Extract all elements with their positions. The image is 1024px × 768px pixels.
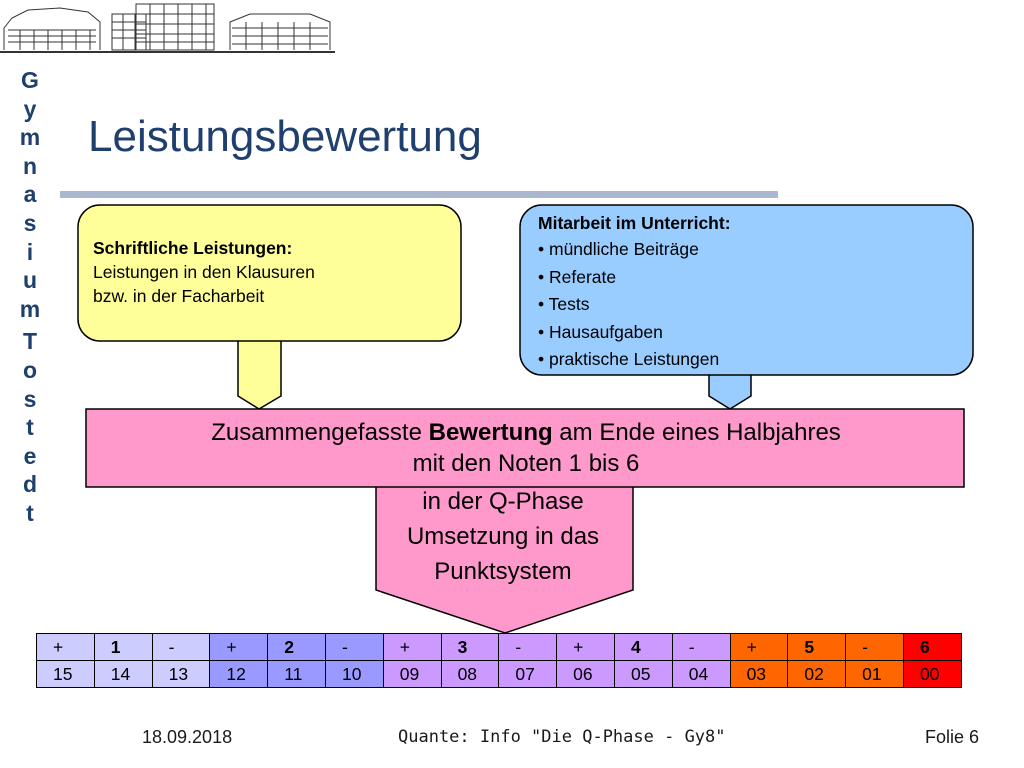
- grade-cell: -: [498, 633, 558, 661]
- points-cell: 10: [324, 660, 384, 688]
- school-name-letter: d: [22, 471, 38, 498]
- school-name-letter: a: [23, 181, 37, 208]
- points-cell: 03: [729, 660, 789, 688]
- conversion-line-2: Umsetzung in das: [406, 523, 600, 550]
- grade-cell: 1: [93, 633, 153, 661]
- grade-cell: 5: [787, 633, 847, 661]
- school-name-letter: G: [21, 67, 39, 93]
- grade-cell: -: [671, 633, 731, 661]
- school-name-letter: u: [22, 267, 38, 294]
- class-participation-box: [519, 204, 974, 376]
- conversion-line-1: in der Q-Phase: [422, 488, 584, 515]
- points-cell: 15: [36, 660, 95, 688]
- school-name-letter: y: [23, 95, 37, 122]
- points-cell: 14: [93, 660, 153, 688]
- school-name-letter: m: [19, 295, 41, 322]
- summary-post: am Ende eines Halbjahres: [552, 419, 841, 446]
- summary-line-2: mit den Noten 1 bis 6: [412, 450, 640, 477]
- written-performance-text: Schriftliche Leistungen: Leistungen in d…: [93, 236, 315, 308]
- school-name-letter: n: [22, 152, 38, 179]
- school-name-letter: s: [23, 209, 37, 236]
- footer-slide-number: Folie 6: [925, 727, 980, 747]
- grade-cell: 6: [902, 633, 962, 661]
- points-cell: 02: [787, 660, 847, 688]
- school-name-letter: t: [26, 499, 34, 526]
- points-cell: 06: [556, 660, 615, 688]
- points-cell: 13: [151, 660, 211, 688]
- grade-cell: -: [324, 633, 384, 661]
- class-participation-text: Mitarbeit im Unterricht: • mündliche Bei…: [538, 210, 731, 374]
- conversion-line-3: Punktsystem: [434, 558, 572, 585]
- footer-date: 18.09.2018: [142, 727, 233, 747]
- school-name-letter: t: [26, 414, 34, 441]
- summary-bar: [85, 408, 965, 488]
- conversion-text: in der Q-Phase Umsetzung in das Punktsys…: [378, 484, 628, 589]
- school-name-letter: i: [26, 238, 34, 265]
- points-cell: 11: [267, 660, 326, 688]
- written-performance-heading: Schriftliche Leistungen:: [93, 238, 293, 258]
- slide-title: Leistungsbewertung: [88, 112, 482, 161]
- school-name-letter: T: [22, 328, 38, 355]
- participation-item: • Hausaufgaben: [538, 321, 663, 342]
- grade-cell: 4: [613, 633, 673, 661]
- points-cell: 00: [902, 660, 962, 688]
- points-cell: 05: [613, 660, 673, 688]
- grade-cell: +: [382, 633, 442, 661]
- written-performance-line-1: Leistungen in den Klausuren: [93, 262, 315, 282]
- school-name-letter: e: [23, 442, 37, 469]
- school-building-logo: [0, 3, 335, 53]
- class-participation-heading: Mitarbeit im Unterricht:: [538, 213, 731, 233]
- grade-cell: -: [845, 633, 904, 661]
- summary-bold: Bewertung: [428, 419, 553, 446]
- points-cell: 08: [440, 660, 500, 688]
- participation-item: • Tests: [538, 294, 590, 314]
- points-cell: 09: [382, 660, 442, 688]
- summary-text: Zusammengefasste Bewertung am Ende eines…: [88, 417, 964, 479]
- points-cell: 04: [671, 660, 731, 688]
- grade-cell: 2: [267, 633, 326, 661]
- participation-item: • mündliche Beiträge: [538, 239, 699, 259]
- right-box-connector: [708, 369, 752, 410]
- grade-cell: +: [556, 633, 615, 661]
- school-name-letter: s: [23, 385, 37, 412]
- left-box-connector: [237, 339, 282, 410]
- grade-cell: +: [209, 633, 269, 661]
- points-cell: 07: [498, 660, 558, 688]
- grade-cell: -: [151, 633, 211, 661]
- summary-pre: Zusammengefasste: [211, 419, 429, 446]
- points-cell: 01: [845, 660, 904, 688]
- participation-item: • praktische Leistungen: [538, 349, 720, 369]
- grade-cell: +: [729, 633, 789, 661]
- written-performance-line-2: bzw. in der Facharbeit: [93, 286, 265, 306]
- school-name-letter: m: [19, 124, 41, 151]
- grade-cell: +: [36, 633, 95, 661]
- grade-cell: 3: [440, 633, 500, 661]
- written-performance-box: [77, 204, 462, 342]
- footer-title: Quante: Info "Die Q-Phase - Gy8": [398, 727, 726, 747]
- participation-item: • Referate: [538, 266, 617, 287]
- title-underline: [60, 191, 778, 198]
- points-cell: 12: [209, 660, 269, 688]
- grade-row: +1-+2-+3-+4-+5-6: [36, 633, 962, 661]
- school-name-letter: o: [22, 356, 38, 383]
